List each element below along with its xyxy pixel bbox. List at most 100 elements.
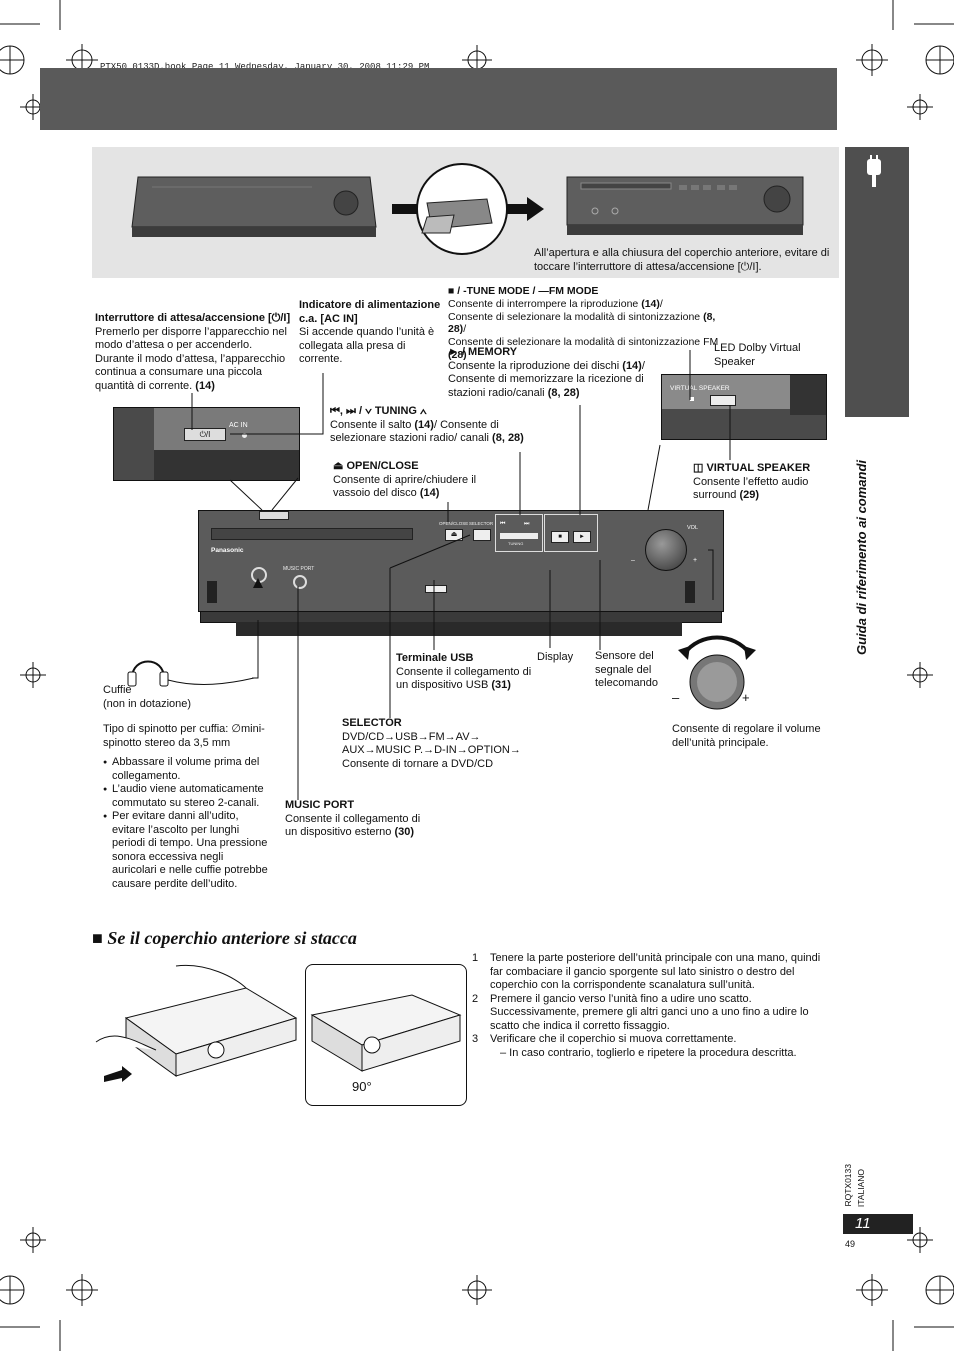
standby-button[interactable]: ⏻/I: [184, 428, 226, 441]
header-bar: [40, 68, 837, 130]
music-port-label: MUSIC PORT: [283, 566, 315, 572]
stop-button[interactable]: ■: [551, 531, 569, 543]
callout-usb-body: Consente il collegamento di un dispositi…: [396, 665, 532, 692]
callout-play-title: ► / MEMORY: [448, 346, 518, 358]
callout-selector-l2: AUX→MUSIC P.→D-IN→OPTION→: [342, 744, 521, 756]
callout-skip: ⏮, ⏭ / ∨ TUNING ∧ Consente il salto (14)…: [330, 405, 530, 446]
callout-openclose: ⏏ OPEN/CLOSE Consente di aprire/chiudere…: [333, 460, 493, 501]
callout-play-l2-ref: (8, 28): [547, 386, 580, 399]
step-3-note: – In caso contrario, toglierlo e ripeter…: [500, 1046, 797, 1059]
callout-led: LED Dolby Virtual Speaker: [714, 342, 801, 368]
virtual-speaker-button[interactable]: [710, 395, 736, 406]
headphones-l1: Cuffie: [103, 684, 132, 696]
callout-virtual: ◫ VIRTUAL SPEAKER Consente l’effetto aud…: [693, 462, 833, 503]
open-close-button[interactable]: ⏏: [445, 529, 463, 541]
callout-skip-l2-ref: (8, 28): [492, 432, 524, 444]
headphones-plug: Tipo di spinotto per cuffia: ∅mini-spino…: [103, 723, 265, 749]
callout-musicport-title: MUSIC PORT: [285, 799, 355, 811]
headphones-bullet-1: Abbassare il volume prima del collegamen…: [103, 756, 268, 783]
angle-label: 90°: [352, 1079, 372, 1094]
skip-buttons-group: ⏮ ⏭ TUNING: [495, 514, 543, 552]
unit-closed-illustration: [131, 176, 377, 237]
footer-language: ITALIANO: [856, 1168, 866, 1207]
callout-selector: SELECTOR DVD/CD→USB→FM→AV→ AUX→MUSIC P.→…: [342, 717, 532, 771]
vol-illus-plus: +: [742, 690, 750, 705]
callout-stop-l3: Consente di selezionare la modalità di s…: [448, 336, 719, 349]
callout-skip-l1-ref: (14): [414, 418, 434, 431]
headphones-l2: (non in dotazione): [103, 697, 192, 710]
callout-stop-l1-ref: (14): [641, 297, 660, 310]
vol-minus-label: –: [631, 557, 635, 564]
callout-headphones: Cuffie (non in dotazione) Tipo di spinot…: [103, 684, 273, 891]
callout-sensor: Sensore del segnale del telecomando: [595, 650, 658, 689]
callout-stop-l1: Consente di interrompere la riproduzione: [448, 297, 639, 310]
zoom-box-standby: ⏻/I AC IN: [113, 407, 300, 481]
callout-skip-l1: Consente il salto: [330, 418, 412, 431]
callout-selector-title: SELECTOR: [342, 717, 402, 729]
play-button[interactable]: ►: [573, 531, 591, 543]
selector-button[interactable]: [473, 529, 491, 541]
footer-code: RQTX0133: [843, 1164, 853, 1207]
main-unit-cover: [236, 622, 682, 636]
callout-volume: Consente di regolare il volume dell’unit…: [672, 723, 821, 749]
page-number-small: 49: [845, 1239, 856, 1249]
callout-stop: ■ / -TUNE MODE / —FM MODE Consente di in…: [448, 285, 728, 362]
standby-button-main[interactable]: [259, 511, 289, 520]
virtual-led: [690, 397, 694, 401]
step-3-text: Verificare che il coperchio si muova cor…: [490, 1033, 737, 1045]
ac-in-led: [242, 433, 247, 438]
vol-plus-label: +: [693, 557, 698, 564]
music-port-jack[interactable]: [293, 575, 307, 589]
volume-knob-illustration: [678, 635, 756, 710]
callout-selector-l3: Consente di tornare a DVD/CD: [342, 757, 494, 770]
callout-openclose-body: Consente di aprire/chiudere il vassoio d…: [333, 473, 477, 500]
step-1-text: Tenere la parte posteriore dell’unità pr…: [490, 952, 821, 991]
callout-standby-title: Interruttore di attesa/accensione [⏻/I]: [95, 312, 291, 324]
callout-skip-title: ⏮, ⏭ / ∨ TUNING ∧: [330, 405, 427, 417]
callout-selector-l1: DVD/CD→USB→FM→AV→: [342, 730, 481, 743]
zoom-box-virtual: VIRTUAL SPEAKER: [661, 374, 827, 440]
step-2-number: 2: [472, 992, 479, 1005]
section2-title: ■ Se il coperchio anteriore si stacca: [92, 928, 357, 948]
callout-musicport-body: Consente il collegamento di un dispositi…: [285, 812, 421, 839]
callout-stop-l2-ref: (8, 28): [448, 310, 716, 336]
callout-usb-title: Terminale USB: [396, 652, 474, 664]
virtual-speaker-label: VIRTUAL SPEAKER: [670, 385, 730, 392]
callout-acin-body: Si accende quando l’unità è collegata al…: [299, 326, 435, 365]
ac-in-label: AC IN: [229, 422, 248, 429]
plug-icon: [859, 155, 889, 187]
skip-back-button[interactable]: ⏮: [500, 521, 506, 527]
callout-stop-l2: Consente di selezionare la modalità di s…: [448, 310, 701, 323]
tuning-label: TUNING: [508, 541, 524, 546]
callout-acin: Indicatore di alimentazione c.a. [AC IN]…: [299, 299, 441, 367]
callout-openclose-ref: (14): [419, 487, 440, 499]
skip-forward-button[interactable]: ⏭: [524, 521, 530, 527]
vol-illus-minus: –: [672, 690, 680, 705]
side-tab: [845, 147, 909, 417]
callout-skip-l2: Consente di selezionare stazioni radio/ …: [330, 418, 499, 445]
page-number: 11: [843, 1214, 913, 1234]
callout-virtual-title: ◫ VIRTUAL SPEAKER: [693, 462, 811, 474]
headphones-bullet-2: L’audio viene automaticamente commutato …: [103, 783, 268, 810]
selector-label: SELECTOR: [469, 521, 494, 526]
usb-port[interactable]: [425, 585, 447, 593]
disc-tray: [211, 528, 413, 540]
callout-acin-title: Indicatore di alimentazione c.a. [AC IN]: [299, 299, 441, 325]
callout-play: ► / MEMORY Consente la riproduzione dei …: [448, 346, 658, 400]
callout-musicport-ref: (30): [394, 826, 415, 838]
callout-usb: Terminale USB Consente il collegamento d…: [396, 652, 536, 693]
reattach-cover-illustration: [95, 964, 298, 1082]
footer-codes: RQTX0133 ITALIANO: [843, 1155, 873, 1207]
volume-knob[interactable]: [645, 529, 687, 571]
open-close-label: OPEN/CLOSE: [439, 521, 469, 526]
top-caption: All’apertura e alla chiusura del coperch…: [534, 247, 830, 273]
callout-standby-ref: (14): [195, 379, 215, 392]
callout-display: Display: [537, 651, 574, 663]
brand-logo: Panasonic: [211, 547, 244, 554]
callout-virtual-ref: (29): [739, 489, 760, 501]
vol-label: VOL: [687, 525, 699, 531]
headphones-bullet-3: Per evitare danni all’udito, evitare l’a…: [103, 810, 268, 891]
unit-open-illustration: [566, 176, 804, 235]
